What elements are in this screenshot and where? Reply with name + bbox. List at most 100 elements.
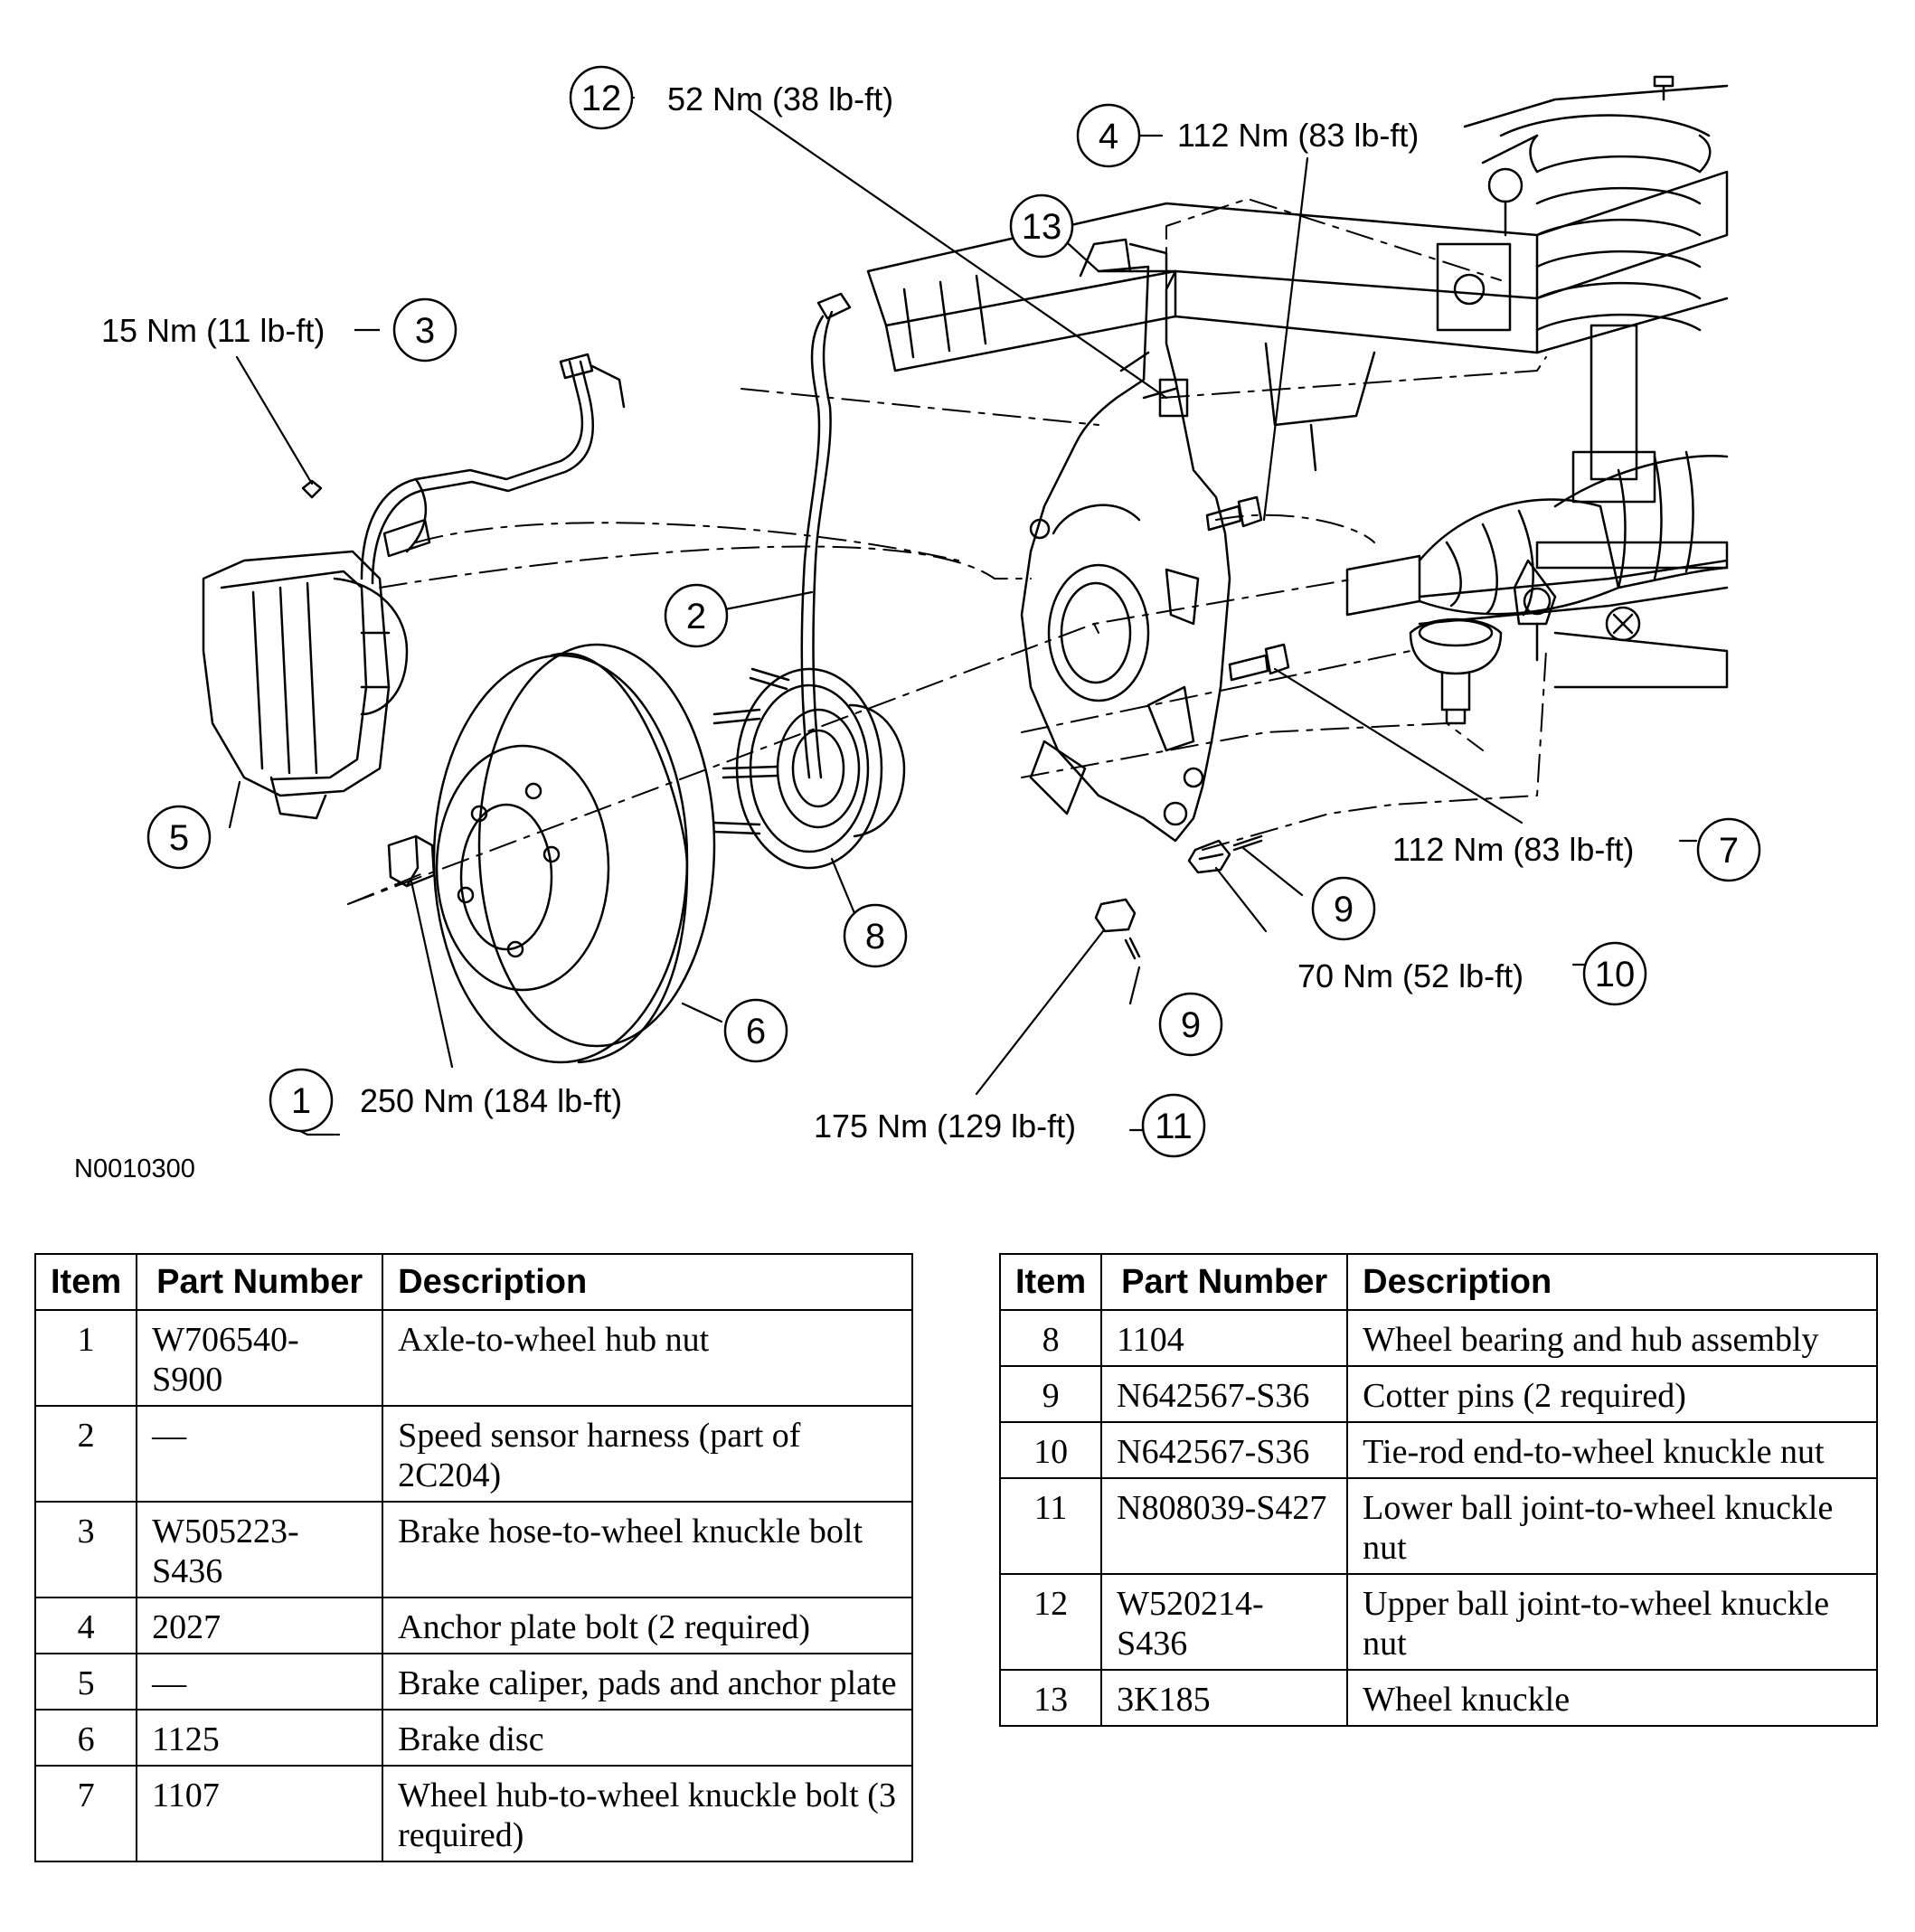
- table-row: 1 W706540-S900 Axle-to-wheel hub nut: [33, 1309, 913, 1407]
- row-description: Upper ball joint-to-wheel knuckle nut: [1346, 1573, 1878, 1671]
- header-item: Item: [998, 1253, 1103, 1311]
- callout-12-number: 12: [581, 79, 622, 118]
- header-part-number: Part Number: [1100, 1253, 1349, 1311]
- row-part-number: 3K185: [1100, 1669, 1349, 1727]
- table-row: 4 2027 Anchor plate bolt (2 required): [33, 1597, 913, 1654]
- table-row: 8 1104 Wheel bearing and hub assembly: [998, 1309, 1878, 1367]
- callout-13-number: 13: [1022, 207, 1062, 247]
- row-item: 6: [33, 1709, 138, 1767]
- row-description: Anchor plate bolt (2 required): [382, 1597, 913, 1654]
- wheel-hub-assembly-drawing: [712, 667, 906, 870]
- header-part-number: Part Number: [136, 1253, 384, 1311]
- anchor-plate-bolt-drawing: [1205, 495, 1263, 532]
- hub-knuckle-bolt-drawing: [1228, 643, 1290, 682]
- table-row: 2 — Speed sensor harness (part of 2C204): [33, 1405, 913, 1503]
- row-item: 2: [33, 1405, 138, 1503]
- row-item: 13: [998, 1669, 1103, 1727]
- row-part-number: W505223-S436: [136, 1501, 384, 1598]
- callout-11: 11 175 Nm (129 lb-ft): [814, 1093, 1206, 1158]
- callout-8: 8: [843, 903, 908, 968]
- row-part-number: 1125: [136, 1709, 384, 1767]
- row-part-number: 1104: [1100, 1309, 1349, 1367]
- header-item: Item: [33, 1253, 138, 1311]
- row-description: Axle-to-wheel hub nut: [382, 1309, 913, 1407]
- row-item: 10: [998, 1421, 1103, 1479]
- tie-rod-nut-drawing: [1187, 839, 1231, 874]
- row-description: Speed sensor harness (part of 2C204): [382, 1405, 913, 1503]
- callout-1: 1 250 Nm (184 lb-ft): [269, 1068, 622, 1133]
- table-row: 13 3K185 Wheel knuckle: [998, 1669, 1878, 1727]
- callout-3-torque: 15 Nm (11 lb-ft): [101, 312, 325, 349]
- callout-12: 12 52 Nm (38 lb-ft): [569, 65, 893, 130]
- callout-2-number: 2: [686, 597, 706, 636]
- callout-2: 2: [664, 583, 729, 648]
- brake-caliper-drawing: [202, 550, 409, 820]
- callout-4: 4 112 Nm (83 lb-ft): [1076, 103, 1419, 168]
- row-description: Wheel bearing and hub assembly: [1346, 1309, 1878, 1367]
- row-item: 7: [33, 1765, 138, 1862]
- row-part-number: N642567-S36: [1100, 1421, 1349, 1479]
- row-description: Wheel knuckle: [1346, 1669, 1878, 1727]
- header-description: Description: [382, 1253, 913, 1311]
- callout-10-number: 10: [1595, 955, 1636, 994]
- lower-ball-joint-nut-drawing: [1094, 898, 1137, 933]
- row-description: Cotter pins (2 required): [1346, 1365, 1878, 1423]
- callout-11-torque: 175 Nm (129 lb-ft): [814, 1107, 1076, 1145]
- callout-7-torque: 112 Nm (83 lb-ft): [1392, 831, 1634, 868]
- callout-1-torque: 250 Nm (184 lb-ft): [360, 1082, 622, 1119]
- row-item: 12: [998, 1573, 1103, 1671]
- table-row: 10 N642567-S36 Tie-rod end-to-wheel knuc…: [998, 1421, 1878, 1479]
- callout-12-torque: 52 Nm (38 lb-ft): [667, 80, 893, 118]
- row-item: 9: [998, 1365, 1103, 1423]
- callout-9-lower: 9: [1158, 992, 1223, 1057]
- row-part-number: 1107: [136, 1765, 384, 1862]
- callout-6: 6: [723, 998, 788, 1063]
- figure-id: N0010300: [74, 1154, 195, 1183]
- row-description: Brake hose-to-wheel knuckle bolt: [382, 1501, 913, 1598]
- callout-6-number: 6: [746, 1012, 766, 1051]
- table-header-row: Item Part Number Description: [998, 1253, 1878, 1311]
- row-item: 11: [998, 1477, 1103, 1575]
- table-row: 11 N808039-S427 Lower ball joint-to-whee…: [998, 1477, 1878, 1575]
- callout-9-upper-number: 9: [1334, 890, 1354, 929]
- callout-9-upper: 9: [1311, 876, 1376, 941]
- row-part-number: —: [136, 1405, 384, 1503]
- row-item: 8: [998, 1309, 1103, 1367]
- drive-axle-drawing: [1345, 450, 1729, 617]
- callout-7-number: 7: [1719, 831, 1739, 871]
- callout-5-number: 5: [169, 818, 189, 858]
- exploded-view-diagram: 1 250 Nm (184 lb-ft) 2 3 15 Nm (11 lb-ft…: [74, 65, 1761, 1183]
- header-description: Description: [1346, 1253, 1878, 1311]
- callout-10: 10 70 Nm (52 lb-ft): [1297, 941, 1647, 1006]
- row-part-number: N642567-S36: [1100, 1365, 1349, 1423]
- row-description: Wheel hub-to-wheel knuckle bolt (3 requi…: [382, 1765, 913, 1862]
- coil-spring-drawing: [1463, 75, 1729, 504]
- callout-13: 13: [1009, 193, 1074, 259]
- row-part-number: N808039-S427: [1100, 1477, 1349, 1575]
- callout-4-torque: 112 Nm (83 lb-ft): [1177, 117, 1419, 154]
- callout-11-number: 11: [1155, 1107, 1193, 1146]
- row-part-number: W706540-S900: [136, 1309, 384, 1407]
- wheel-knuckle-drawing: [1020, 238, 1231, 843]
- row-item: 3: [33, 1501, 138, 1598]
- row-description: Brake caliper, pads and anchor plate: [382, 1653, 913, 1711]
- callout-4-number: 4: [1099, 117, 1118, 156]
- row-description: Lower ball joint-to-wheel knuckle nut: [1346, 1477, 1878, 1575]
- row-part-number: 2027: [136, 1597, 384, 1654]
- assembly-centerlines: [347, 198, 1547, 905]
- table-row: 6 1125 Brake disc: [33, 1709, 913, 1767]
- table-row: 5 — Brake caliper, pads and anchor plate: [33, 1653, 913, 1711]
- row-description: Tie-rod end-to-wheel knuckle nut: [1346, 1421, 1878, 1479]
- parts-table-right: Item Part Number Description 8 1104 Whee…: [998, 1253, 1878, 1727]
- brake-disc-drawing: [432, 643, 716, 1064]
- row-description: Brake disc: [382, 1709, 913, 1767]
- callout-7: 7 112 Nm (83 lb-ft): [1392, 817, 1761, 882]
- brake-hose-drawing: [301, 353, 626, 585]
- table-row: 3 W505223-S436 Brake hose-to-wheel knuck…: [33, 1501, 913, 1598]
- callout-5: 5: [146, 805, 212, 870]
- parts-table-left: Item Part Number Description 1 W706540-S…: [33, 1253, 913, 1862]
- callout-8-number: 8: [865, 917, 885, 957]
- row-item: 5: [33, 1653, 138, 1711]
- row-item: 4: [33, 1597, 138, 1654]
- tie-rod-ball-joint-drawing: [1409, 559, 1729, 725]
